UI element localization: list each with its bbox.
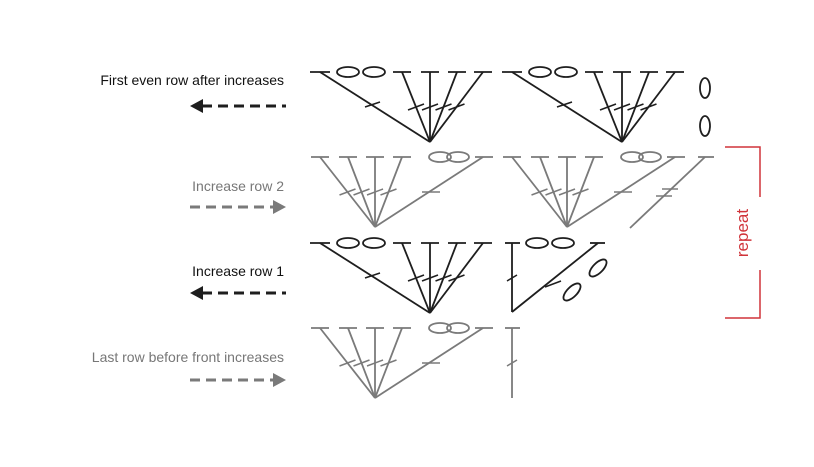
- stitch-cross-tick: [366, 188, 384, 196]
- stitch-cross-tick: [435, 103, 452, 111]
- stitch-cross-tick: [613, 103, 631, 111]
- chain-stitch-oval: [428, 151, 452, 163]
- arrowhead-icon: [190, 286, 203, 300]
- stitch-cross-tick: [506, 274, 518, 282]
- chain-stitch-oval: [362, 237, 386, 249]
- stitch-cross-tick: [599, 103, 617, 111]
- stitch-cross-tick: [380, 188, 397, 196]
- arrow-left-icon: [190, 286, 286, 300]
- chain-stitch-oval: [336, 66, 360, 78]
- chain-stitch-oval: [336, 237, 360, 249]
- chain-stitch-oval: [699, 115, 711, 137]
- chain-stitch-oval: [446, 151, 470, 163]
- chain-stitch-oval: [428, 322, 452, 334]
- stitch-cross-tick: [531, 188, 548, 196]
- chain-stitch-oval: [528, 66, 552, 78]
- stitch-cross-tick: [421, 103, 439, 111]
- chain-stitch-oval: [446, 322, 470, 334]
- arrowhead-icon: [190, 99, 203, 113]
- stitch-cross-tick: [339, 359, 356, 367]
- stitch-cross-tick: [448, 103, 465, 111]
- stitch-cross-tick: [407, 274, 425, 282]
- stitch-cross-tick: [556, 101, 573, 108]
- label-increase-row-2: Increase row 2: [192, 178, 284, 194]
- stitch-cross-tick: [380, 359, 397, 367]
- stitch-cross-tick: [353, 188, 370, 196]
- double-crochet-stitch: [319, 242, 431, 314]
- chain-stitch-oval: [699, 77, 711, 99]
- arrow-right-icon: [190, 373, 286, 387]
- chain-stitch-oval: [554, 66, 578, 78]
- stitch-cross-tick: [448, 274, 465, 282]
- stitch-cross-tick: [339, 188, 356, 196]
- stitch-cross-tick: [364, 101, 381, 108]
- arrowhead-icon: [273, 373, 286, 387]
- stitch-cross-tick: [421, 274, 439, 282]
- chain-stitch-oval: [562, 282, 582, 302]
- stitch-cross-tick: [558, 188, 576, 196]
- stitch-cross-tick: [366, 359, 384, 367]
- chain-stitch-oval: [362, 66, 386, 78]
- stitch-cross-tick: [407, 103, 425, 111]
- stitch-cross-tick: [572, 188, 589, 196]
- arrow-left-icon: [190, 99, 286, 113]
- stitch-cross-tick: [364, 272, 381, 279]
- repeat-label: repeat: [733, 208, 752, 258]
- chain-stitch-oval: [620, 151, 644, 163]
- chain-stitch-oval: [525, 237, 549, 249]
- chain-stitch-oval: [588, 258, 608, 278]
- arrowhead-icon: [273, 200, 286, 214]
- stitch-cross-tick: [435, 274, 452, 282]
- chain-stitch-oval: [638, 151, 662, 163]
- stitch-cross-tick: [627, 103, 644, 111]
- arrow-right-icon: [190, 200, 286, 214]
- label-last-row-before-increases: Last row before front increases: [91, 349, 284, 365]
- chain-stitch-oval: [551, 237, 575, 249]
- stitch-cross-tick: [640, 103, 657, 111]
- double-crochet-stitch: [511, 71, 623, 143]
- label-first-even-row: First even row after increases: [100, 72, 284, 88]
- stitch-cross-tick: [506, 359, 518, 367]
- stitch-cross-tick: [353, 359, 370, 367]
- double-crochet-stitch: [629, 156, 706, 229]
- stitch-cross-tick: [544, 280, 562, 288]
- double-crochet-stitch: [319, 71, 431, 143]
- label-increase-row-1: Increase row 1: [192, 263, 284, 279]
- repeat-bracket: [725, 146, 761, 319]
- stitch-cross-tick: [545, 188, 562, 196]
- double-crochet-stitch: [511, 242, 599, 313]
